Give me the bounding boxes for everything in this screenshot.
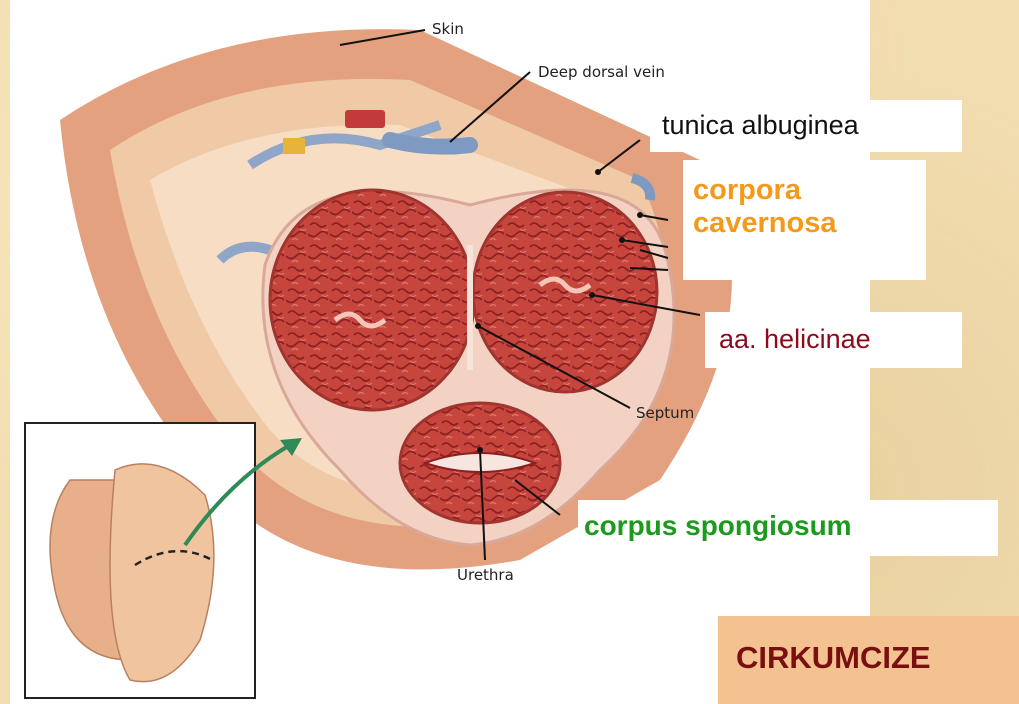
cirkumcize-box: CIRKUMCIZE (718, 616, 1019, 704)
corpora-cavernosa-label: corpora cavernosa (683, 160, 926, 280)
label-urethra: Urethra (457, 566, 514, 584)
nerve-bundle (283, 138, 305, 154)
corpus-spongiosum-text: corpus spongiosum (584, 510, 852, 541)
dorsal-artery (345, 110, 385, 128)
corpora-line-1: corpora (693, 174, 926, 207)
cirkumcize-text: CIRKUMCIZE (736, 640, 931, 675)
label-skin: Skin (432, 20, 464, 38)
label-septum: Septum (636, 404, 694, 422)
corpus-cavernosum-right (473, 192, 657, 392)
aa-helicinae-text: aa. helicinae (719, 324, 871, 354)
deep-dorsal-vein-vessel (390, 140, 470, 147)
corpora-line-2: cavernosa (693, 207, 926, 240)
tunica-albuginea-label: tunica albuginea (650, 100, 962, 152)
label-deep-dorsal-vein: Deep dorsal vein (538, 63, 665, 81)
corpus-cavernosum-left (270, 190, 474, 410)
corpus-spongiosum-label: corpus spongiosum (578, 500, 998, 556)
tunica-albuginea-text: tunica albuginea (662, 110, 859, 140)
aa-helicinae-label: aa. helicinae (705, 312, 962, 368)
